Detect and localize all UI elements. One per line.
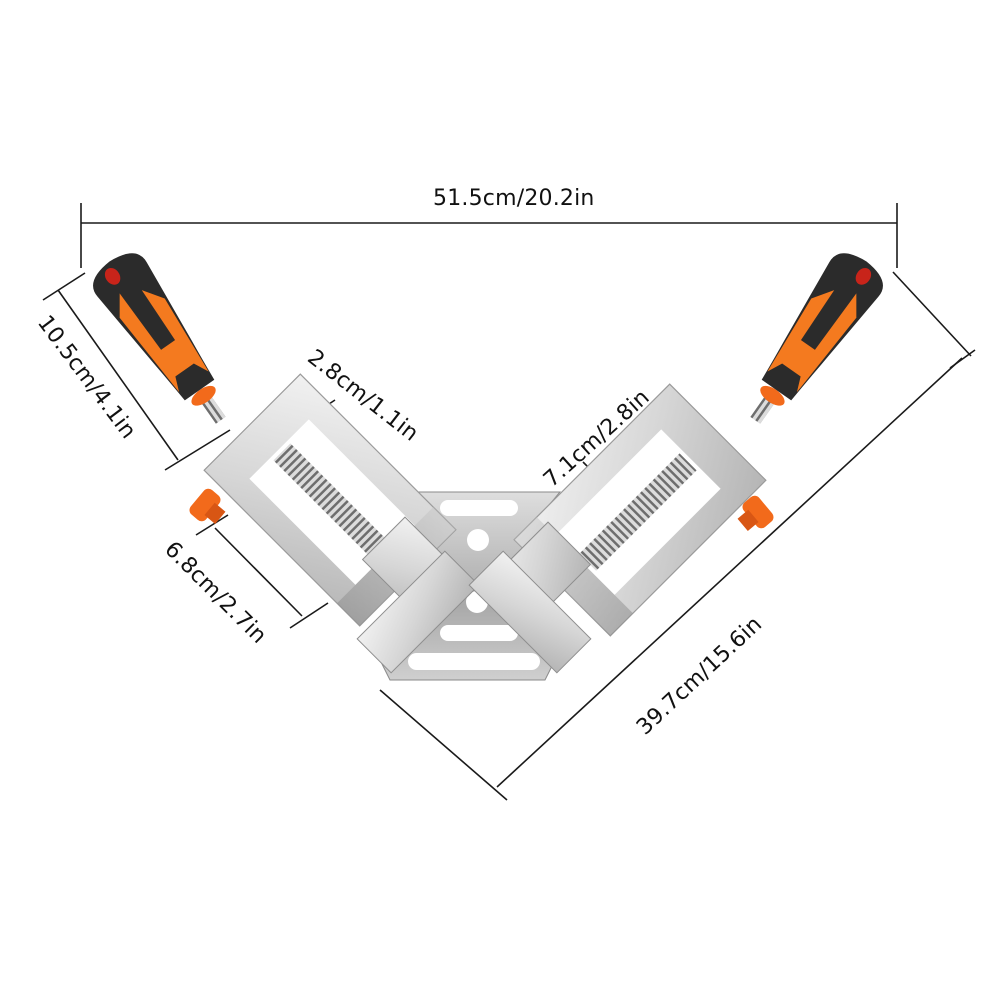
dimension-lines xyxy=(42,203,976,801)
right-screw-thread xyxy=(579,453,697,571)
left-jaw-opening-tick-top xyxy=(195,514,229,536)
overall-width-label: 51.5cm/20.2in xyxy=(433,186,595,211)
arm-length-left-leg xyxy=(379,689,508,801)
arm-length-line xyxy=(892,271,972,357)
left-screw-thread xyxy=(273,443,391,561)
left-handle xyxy=(93,253,226,424)
handle-length-tick-top xyxy=(42,272,86,301)
right-clamp-body xyxy=(468,383,774,674)
left-jaw-opening-tick-bottom xyxy=(289,602,329,629)
plate-slot-middle xyxy=(440,625,518,641)
plate-slot-bottom xyxy=(408,653,540,670)
handle-length-tick-bottom xyxy=(164,429,231,471)
arm-length-tick-top xyxy=(949,349,976,369)
right-orange-stop xyxy=(737,495,774,531)
handle-length-line xyxy=(57,289,179,461)
left-jaw-opening-line xyxy=(214,527,303,617)
right-handle xyxy=(750,253,883,424)
plate-slot-top xyxy=(440,500,518,516)
plate-hole-upper xyxy=(467,529,489,551)
arm-length-main xyxy=(496,357,963,788)
left-orange-stop xyxy=(189,488,226,524)
left-clamp-body xyxy=(189,373,480,674)
